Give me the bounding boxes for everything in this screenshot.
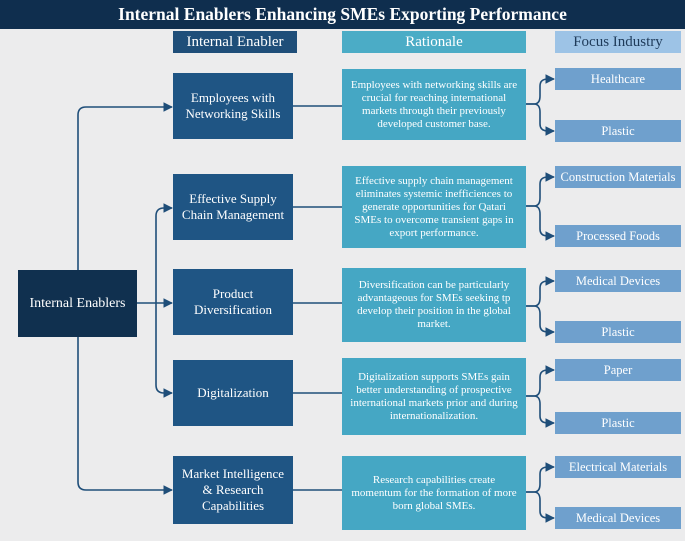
rationale-product-diversification: Diversification can be particularly adva… bbox=[342, 268, 526, 342]
root-internal-enablers: Internal Enablers bbox=[18, 270, 137, 337]
connector-inner-down bbox=[155, 303, 173, 398]
industry-healthcare: Healthcare bbox=[555, 68, 681, 90]
enabler-supply-chain: Effective Supply Chain Management bbox=[173, 174, 293, 240]
industry-medical-devices: Medical Devices bbox=[555, 507, 681, 529]
industry-plastic: Plastic bbox=[555, 412, 681, 434]
header-focus-industry: Focus Industry bbox=[555, 31, 681, 53]
connector-root-top bbox=[77, 102, 173, 270]
header-rationale: Rationale bbox=[342, 31, 526, 53]
enabler-digitalization: Digitalization bbox=[173, 360, 293, 426]
industry-electrical-materials: Electrical Materials bbox=[555, 456, 681, 478]
industry-construction-materials: Construction Materials bbox=[555, 166, 681, 188]
industry-plastic: Plastic bbox=[555, 120, 681, 142]
enabler-networking-skills: Employees with Networking Skills bbox=[173, 73, 293, 139]
rationale-networking-skills: Employees with networking skills are cru… bbox=[342, 69, 526, 140]
header-internal-enabler: Internal Enabler bbox=[173, 31, 297, 53]
industry-plastic: Plastic bbox=[555, 321, 681, 343]
industry-medical-devices: Medical Devices bbox=[555, 270, 681, 292]
connector-inner-up bbox=[155, 203, 173, 303]
industry-paper: Paper bbox=[555, 359, 681, 381]
rationale-market-intelligence: Research capabilities create momentum fo… bbox=[342, 456, 526, 530]
enabler-market-intelligence: Market Intelligence & Research Capabilit… bbox=[173, 456, 293, 524]
rationale-supply-chain: Effective supply chain management elimin… bbox=[342, 166, 526, 248]
rationale-digitalization: Digitalization supports SMEs gain better… bbox=[342, 358, 526, 435]
diagram-title: Internal Enablers Enhancing SMEs Exporti… bbox=[0, 0, 685, 29]
connector-root-bottom bbox=[77, 337, 173, 495]
industry-processed-foods: Processed Foods bbox=[555, 225, 681, 247]
enabler-product-diversification: Product Diversification bbox=[173, 269, 293, 335]
